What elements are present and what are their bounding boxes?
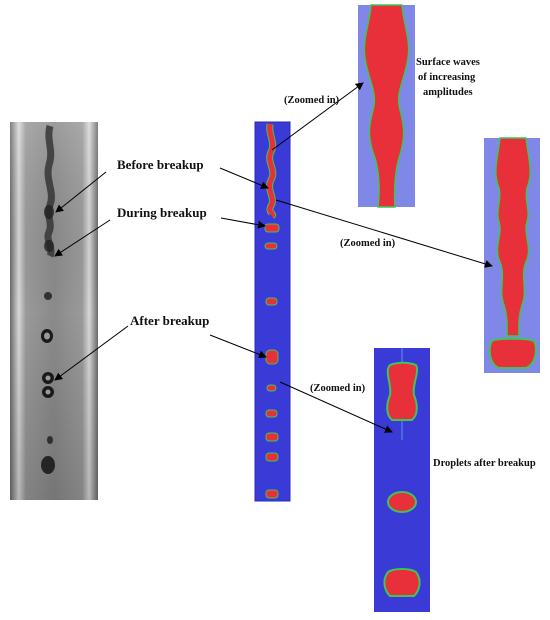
arrow-before-to-photo [55, 171, 107, 213]
label-during-breakup: During breakup [117, 205, 207, 220]
experiment-photo [10, 122, 98, 500]
zoom-surface-waves [358, 4, 415, 208]
label-zoomed-in-bottom: (Zoomed in) [310, 383, 366, 394]
label-droplets-after-breakup: Droplets after breakup [433, 458, 536, 469]
zoom-during-breakup [484, 137, 540, 373]
arrow-after-to-sim [209, 334, 267, 359]
label-surface-waves-line3: amplitudes [423, 87, 473, 98]
label-after-breakup: After breakup [130, 313, 209, 328]
arrow-zoom-middle [275, 199, 493, 268]
label-zoomed-in-middle: (Zoomed in) [340, 238, 396, 249]
arrow-zoom-top [271, 82, 364, 151]
arrow-before-to-sim [219, 167, 269, 189]
zoom-droplets [374, 348, 430, 612]
label-zoomed-in-top: (Zoomed in) [284, 95, 340, 106]
arrows [54, 82, 493, 433]
arrow-during-to-sim [220, 217, 266, 229]
label-surface-waves-line2: of increasing [418, 72, 476, 83]
label-before-breakup: Before breakup [117, 157, 204, 172]
arrow-during-to-photo [54, 219, 111, 257]
arrow-zoom-bottom [279, 381, 393, 433]
label-surface-waves-line1: Surface waves [416, 57, 480, 68]
arrow-after-to-photo [54, 325, 129, 381]
simulation-column [254, 121, 291, 502]
